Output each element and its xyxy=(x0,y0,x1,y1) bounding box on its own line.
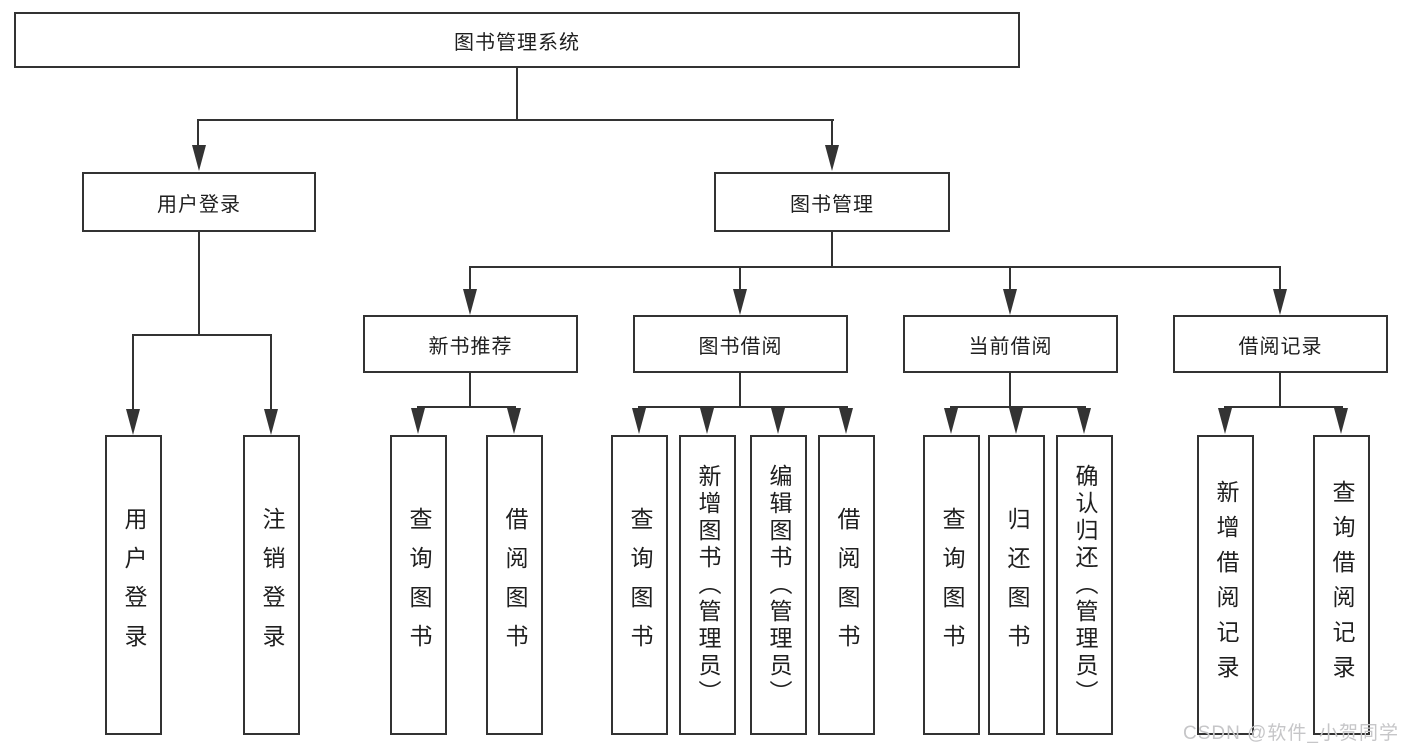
connector-arrow xyxy=(463,289,477,315)
connector-arrow xyxy=(1273,289,1287,315)
connector-line xyxy=(739,266,741,291)
leaf-add-book-admin: 新增图书（管理员） xyxy=(679,435,736,735)
leaf-logout: 注销登录 xyxy=(243,435,300,735)
connector-line xyxy=(831,232,833,268)
connector-line xyxy=(417,406,516,408)
connector-line xyxy=(270,334,272,410)
connector-line xyxy=(638,406,848,408)
connector-arrow xyxy=(1218,408,1232,434)
connector-line xyxy=(132,334,134,410)
leaf-return-books: 归还图书 xyxy=(988,435,1045,735)
connector-line xyxy=(739,373,741,408)
leaf-borrow-books-recommend: 借阅图书 xyxy=(486,435,543,735)
connector-line xyxy=(950,406,1086,408)
connector-line xyxy=(831,119,833,147)
node-borrowing-records: 借阅记录 xyxy=(1173,315,1388,373)
connector-arrow xyxy=(1009,408,1023,434)
connector-arrow xyxy=(632,408,646,434)
node-new-book-recommend: 新书推荐 xyxy=(363,315,578,373)
connector-arrow xyxy=(126,409,140,435)
connector-line xyxy=(469,373,471,408)
connector-line xyxy=(1224,406,1343,408)
leaf-query-books-borrowing: 查询图书 xyxy=(611,435,668,735)
connector-arrow xyxy=(507,408,521,434)
connector-line xyxy=(132,334,272,336)
leaf-borrow-books-borrowing: 借阅图书 xyxy=(818,435,875,735)
connector-arrow xyxy=(771,408,785,434)
connector-arrow xyxy=(1077,408,1091,434)
leaf-query-books-current: 查询图书 xyxy=(923,435,980,735)
connector-arrow xyxy=(1334,408,1348,434)
leaf-query-books-recommend: 查询图书 xyxy=(390,435,447,735)
node-current-borrowing: 当前借阅 xyxy=(903,315,1118,373)
connector-line xyxy=(197,119,834,121)
connector-line xyxy=(198,232,200,336)
connector-arrow xyxy=(825,145,839,171)
connector-line xyxy=(197,119,199,147)
connector-line xyxy=(1009,373,1011,408)
leaf-user-login: 用户登录 xyxy=(105,435,162,735)
connector-line xyxy=(469,266,471,291)
connector-line xyxy=(469,266,1281,268)
watermark: CSDN @软件_小贺同学 xyxy=(1183,723,1399,744)
connector-line xyxy=(1279,373,1281,408)
connector-arrow xyxy=(700,408,714,434)
node-book-borrowing: 图书借阅 xyxy=(633,315,848,373)
leaf-add-borrow-record: 新增借阅记录 xyxy=(1197,435,1254,735)
connector-line xyxy=(1279,266,1281,291)
connector-arrow xyxy=(944,408,958,434)
leaf-query-borrow-record: 查询借阅记录 xyxy=(1313,435,1370,735)
node-user-login: 用户登录 xyxy=(82,172,316,232)
connector-arrow xyxy=(264,409,278,435)
node-book-management: 图书管理 xyxy=(714,172,950,232)
connector-line xyxy=(1009,266,1011,291)
connector-line xyxy=(516,68,518,120)
leaf-edit-book-admin: 编辑图书（管理员） xyxy=(750,435,807,735)
connector-arrow xyxy=(411,408,425,434)
connector-arrow xyxy=(839,408,853,434)
connector-arrow xyxy=(733,289,747,315)
connector-arrow xyxy=(1003,289,1017,315)
leaf-confirm-return-admin: 确认归还（管理员） xyxy=(1056,435,1113,735)
connector-arrow xyxy=(192,145,206,171)
node-root: 图书管理系统 xyxy=(14,12,1020,68)
